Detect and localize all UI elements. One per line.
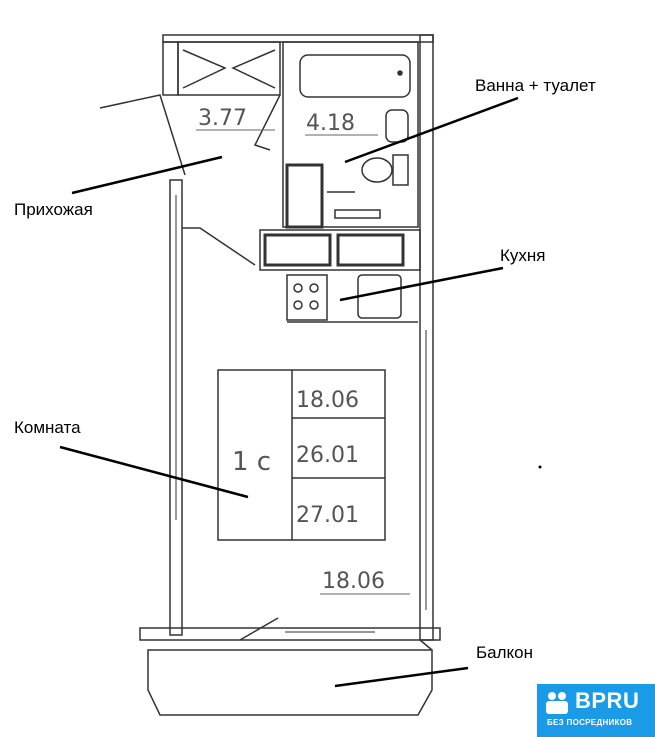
legend-row-1: 18.06 <box>296 388 359 413</box>
bathtub <box>299 54 411 98</box>
shelf <box>334 209 381 219</box>
label-kitchen: Кухня <box>500 246 546 265</box>
balcony <box>147 649 433 716</box>
toilet <box>361 157 393 183</box>
leader-balcony <box>334 666 469 688</box>
balcony-door <box>239 617 279 641</box>
label-room: Комната <box>14 418 81 437</box>
legend-table-frame <box>217 369 386 541</box>
kitchen-upper-cabinets <box>259 229 421 271</box>
area-room: 18.06 <box>322 569 385 594</box>
bottom-wall <box>139 627 441 641</box>
label-bath-toilet: Ванна + туалет <box>475 76 596 95</box>
entry-door <box>99 94 186 176</box>
stove <box>286 274 328 321</box>
logo: BPRU БЕЗ ПОСРЕДНИКОВ <box>537 684 655 737</box>
bathroom-door <box>253 94 281 151</box>
leader-hallway <box>71 155 223 195</box>
leader-bathroom <box>344 96 519 164</box>
leader-room <box>59 445 249 499</box>
legend-row-2: 26.01 <box>296 443 359 468</box>
sink <box>357 274 402 319</box>
area-hallway: 3.77 <box>198 106 247 131</box>
washbasin <box>385 109 409 143</box>
logo-icon <box>546 692 568 714</box>
label-balcony: Балкон <box>476 643 534 662</box>
left-upper-wall <box>162 41 179 96</box>
wardrobe <box>177 41 281 96</box>
kitchen-door <box>182 227 256 266</box>
legend-type: 1 с <box>232 447 271 477</box>
left-wall <box>169 179 183 636</box>
washing-machine <box>285 163 324 229</box>
logo-brand: BPRU <box>575 688 640 713</box>
top-wall <box>162 34 434 43</box>
legend-row-3: 27.01 <box>296 503 359 528</box>
area-bathroom: 4.18 <box>306 111 355 136</box>
leader-kitchen <box>339 266 504 302</box>
logo-tagline: БЕЗ ПОСРЕДНИКОВ <box>547 718 633 727</box>
label-hallway: Прихожая <box>14 200 93 219</box>
